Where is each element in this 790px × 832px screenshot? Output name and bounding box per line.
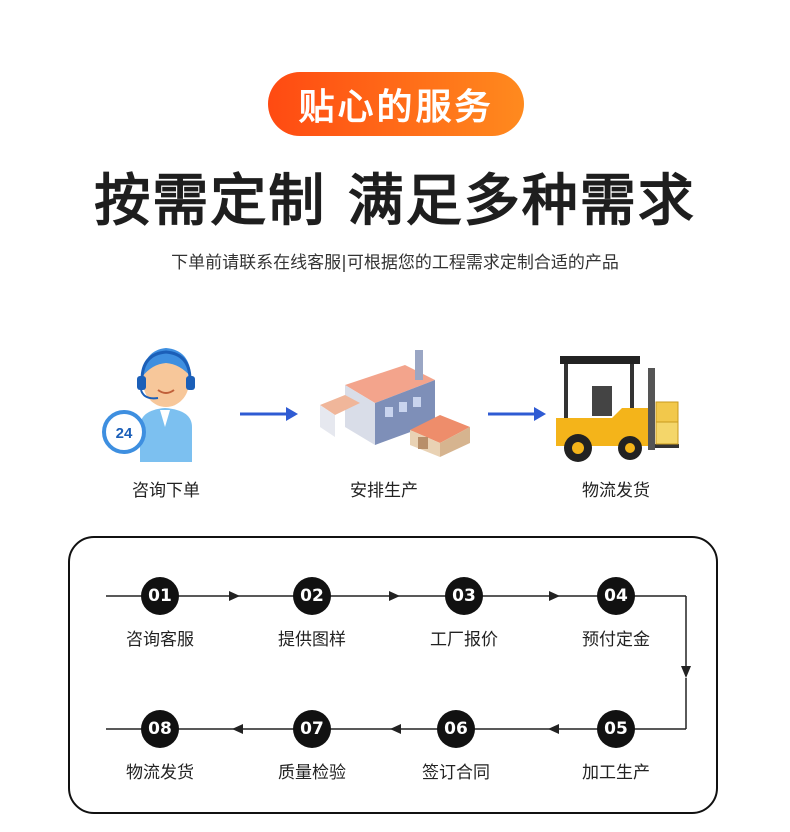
page-headline: 按需定制 满足多种需求 — [94, 169, 696, 234]
forklift-icon — [556, 356, 679, 462]
flow-step-number: 06 — [437, 710, 475, 748]
factory-icon — [320, 350, 470, 457]
service-badge-text: 贴心的服务 — [298, 87, 494, 128]
page-subtitle: 下单前请联系在线客服|可根据您的工程需求定制合适的产品 — [171, 253, 619, 273]
flow-step-label: 咨询客服 — [126, 630, 194, 650]
service-badge: 贴心的服务 — [268, 72, 524, 136]
step-label-shipping: 物流发货 — [582, 481, 650, 501]
flow-step-number: 08 — [141, 710, 179, 748]
flow-step-label: 预付定金 — [582, 630, 650, 650]
step-label-production: 安排生产 — [350, 481, 418, 501]
step-label-order: 咨询下单 — [132, 481, 200, 501]
flow-step-number: 04 — [597, 577, 635, 615]
flow-step-number: 05 — [597, 710, 635, 748]
customer-service-agent-icon: 24 — [102, 348, 195, 462]
arrow-right-icon — [240, 407, 298, 421]
flow-step-number: 03 — [445, 577, 483, 615]
flow-step-label: 质量检验 — [278, 763, 346, 783]
flow-step-label: 加工生产 — [582, 763, 650, 783]
flow-step-number: 01 — [141, 577, 179, 615]
process-flow-panel — [68, 536, 718, 814]
flow-step-label: 物流发货 — [126, 763, 194, 783]
agent-24h-text: 24 — [116, 425, 133, 442]
arrow-right-icon — [488, 407, 546, 421]
flow-step-number: 02 — [293, 577, 331, 615]
flow-step-label: 提供图样 — [278, 630, 346, 650]
flow-step-label: 工厂报价 — [430, 630, 498, 650]
flow-step-label: 签订合同 — [422, 763, 490, 783]
flow-step-number: 07 — [293, 710, 331, 748]
